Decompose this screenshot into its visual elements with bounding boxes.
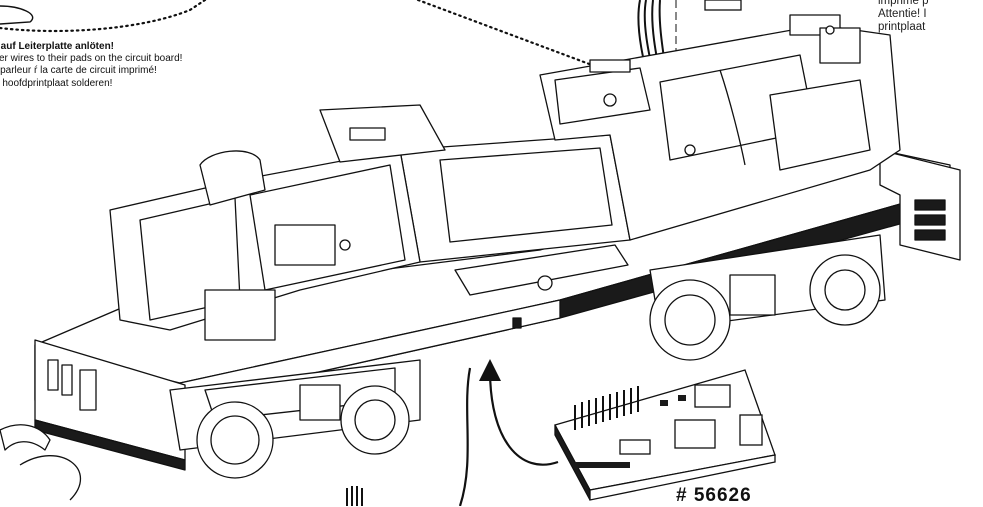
dotted-leader-lines [0, 0, 602, 70]
note-line-de: r auf Leiterplatte anlöten! [0, 41, 115, 52]
wire-bundle-icon [346, 486, 363, 506]
solder-instruction-note: r auf Leiterplatte anlöten! ker wires to… [0, 41, 182, 90]
note-line-fr: t-parleur ŕ la carte de circuit imprimé! [0, 65, 157, 77]
note-line-en: ker wires to their pads on the circuit b… [0, 53, 183, 65]
insert-arrow-icon [458, 359, 559, 506]
right-instruction-note: imprimé p Attentie! I printplaat [878, 0, 928, 34]
decoder-icon [554, 369, 776, 501]
right-note-line-3: printplaat [878, 21, 926, 33]
pad-outline-icon [0, 5, 34, 25]
right-note-line-2: Attentie! I [878, 8, 927, 20]
note-line-nl: e hoofdprintplaat solderen! [0, 77, 113, 89]
chassis-icon [0, 14, 961, 501]
right-note-line-1: imprimé p [878, 0, 929, 7]
part-number-label: # 56626 [676, 485, 752, 506]
